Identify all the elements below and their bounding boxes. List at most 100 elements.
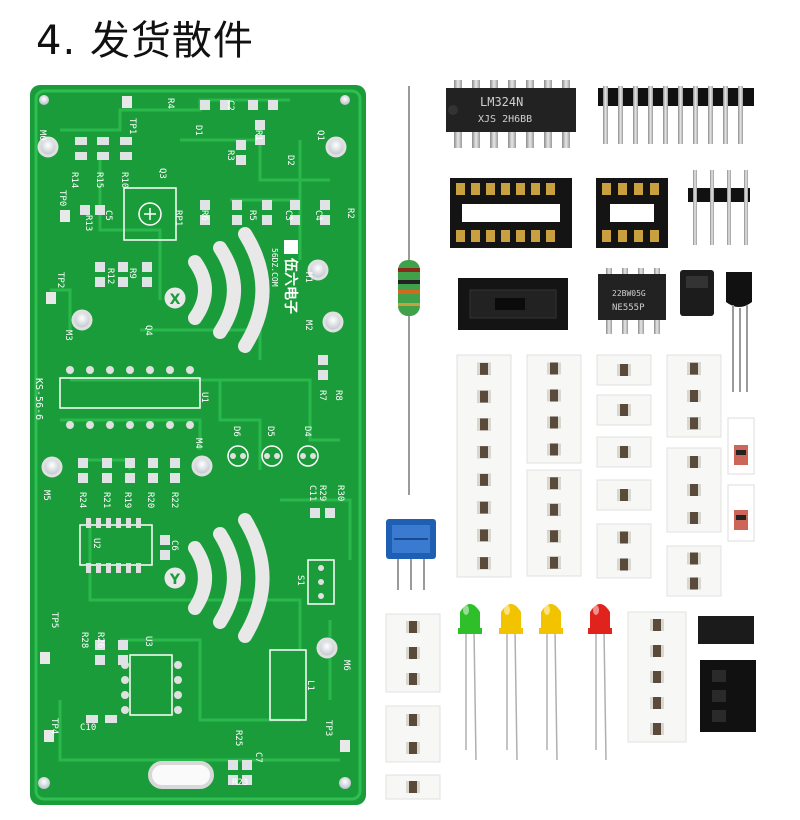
smd-tape [666, 354, 722, 438]
silk-label-r14: R14 [69, 172, 79, 188]
smd-tape [596, 354, 652, 386]
silk-label-r19: R19 [122, 492, 132, 508]
header-pin [633, 86, 638, 144]
silk-label-l1: L1 [305, 680, 315, 691]
lm324-lot: XJS 2H6BB [478, 114, 532, 125]
smd-component [406, 714, 420, 726]
smd-component [687, 577, 701, 590]
silk-label-r26: R26 [95, 632, 105, 648]
smd-component [687, 390, 701, 402]
smd-component [477, 446, 491, 459]
pcb-slot [148, 761, 214, 789]
socket-contact [650, 183, 659, 195]
silk-label-r20: R20 [145, 492, 155, 508]
ne555-lot: 22BW05G [612, 289, 646, 298]
silk-label-r7: R7 [317, 390, 327, 401]
silk-label-r1: R1 [253, 130, 263, 141]
silk-label-m2: M2 [303, 320, 313, 331]
silk-label-tp1: TP1 [127, 118, 137, 134]
smd-component [547, 477, 561, 490]
socket-contact [650, 230, 659, 242]
silk-label-r2: R2 [345, 208, 355, 219]
smd-component [687, 512, 701, 524]
silk-label-c5: C5 [103, 210, 113, 221]
header-pin [693, 86, 698, 144]
pcb-u2-footprint [79, 518, 153, 573]
silk-label-c10: C10 [80, 723, 96, 733]
pcb-smd-pads [75, 100, 335, 785]
silk-label-r10: R10 [119, 172, 129, 188]
silk-label-m5: M5 [41, 490, 51, 501]
pcb-led-pads [227, 445, 319, 467]
smd-component [406, 647, 420, 659]
resistor-through-hole [398, 86, 420, 495]
silk-label-r21: R21 [101, 492, 111, 508]
smd-tape [627, 611, 687, 743]
socket-contact [501, 230, 510, 242]
pcb-arc-x: X [163, 227, 270, 353]
smd-component [477, 390, 491, 403]
silk-label-tp0: TP0 [57, 190, 67, 206]
transistor-to92 [726, 272, 752, 392]
silk-label-r28: R28 [79, 632, 89, 648]
header-pin [708, 86, 713, 144]
header-pin [738, 86, 743, 144]
silk-label-r12: R12 [105, 268, 115, 284]
smd-tape [526, 354, 582, 464]
smd-tape [385, 774, 441, 800]
socket-contact [546, 230, 555, 242]
silk-label-q1: Q1 [315, 130, 325, 141]
smd-tape [666, 545, 722, 597]
pcb-board-id: KS-56-6 [33, 378, 44, 420]
socket-contact [618, 230, 627, 242]
pcb-l1-footprint [269, 649, 307, 721]
smd-component [617, 489, 631, 501]
socket-contact [486, 230, 495, 242]
pin-header-10 [598, 86, 754, 144]
silk-label-r5: R5 [247, 210, 257, 221]
silk-label-r6: R6 [199, 210, 209, 221]
silk-label-r4: R4 [165, 98, 175, 109]
silk-label-d1: D1 [193, 125, 203, 136]
silk-label-r8: R8 [333, 390, 343, 401]
socket-contact [602, 230, 611, 242]
socket-contact [471, 183, 480, 195]
socket-contact [531, 183, 540, 195]
jumper-cap [680, 270, 714, 316]
smd-component [477, 418, 491, 431]
pcb-logo: 伍六电子 56DZ.COM [270, 240, 299, 314]
silk-label-m6: M6 [341, 660, 351, 671]
silk-label-d4: D4 [302, 426, 312, 437]
silk-label-c7: C7 [253, 752, 263, 763]
silk-label-r13: R13 [83, 215, 93, 231]
socket-contact [546, 183, 555, 195]
ne555-marking: NE555P [612, 303, 645, 313]
smd-component [406, 673, 420, 685]
silk-label-c2: C2 [225, 100, 235, 111]
pcb-s1-footprint [307, 559, 335, 605]
ic-ne555: 22BW05G NE555P [598, 268, 666, 334]
silk-label-m0: M0 [37, 130, 47, 141]
pcb-rp1-footprint [123, 187, 177, 241]
silk-label-r9: R9 [127, 268, 137, 279]
pcb-u1-footprint [59, 366, 201, 429]
smd-tape-strips [385, 354, 722, 800]
smd-sot-parts [698, 616, 756, 732]
socket-contact [618, 183, 627, 195]
smd-component [547, 503, 561, 516]
silk-label-tp5: TP5 [49, 612, 59, 628]
smd-component [617, 531, 631, 544]
smd-component [547, 443, 561, 456]
smd-component [547, 362, 561, 375]
led [588, 604, 612, 761]
silk-label-m1: M1 [303, 272, 313, 283]
socket-contact [486, 183, 495, 195]
header-pin [648, 86, 653, 144]
silk-label-m4: M4 [193, 438, 203, 449]
smd-component [650, 619, 664, 631]
silk-label-s1: S1 [295, 575, 305, 586]
led [458, 604, 482, 761]
smd-component [477, 501, 491, 514]
